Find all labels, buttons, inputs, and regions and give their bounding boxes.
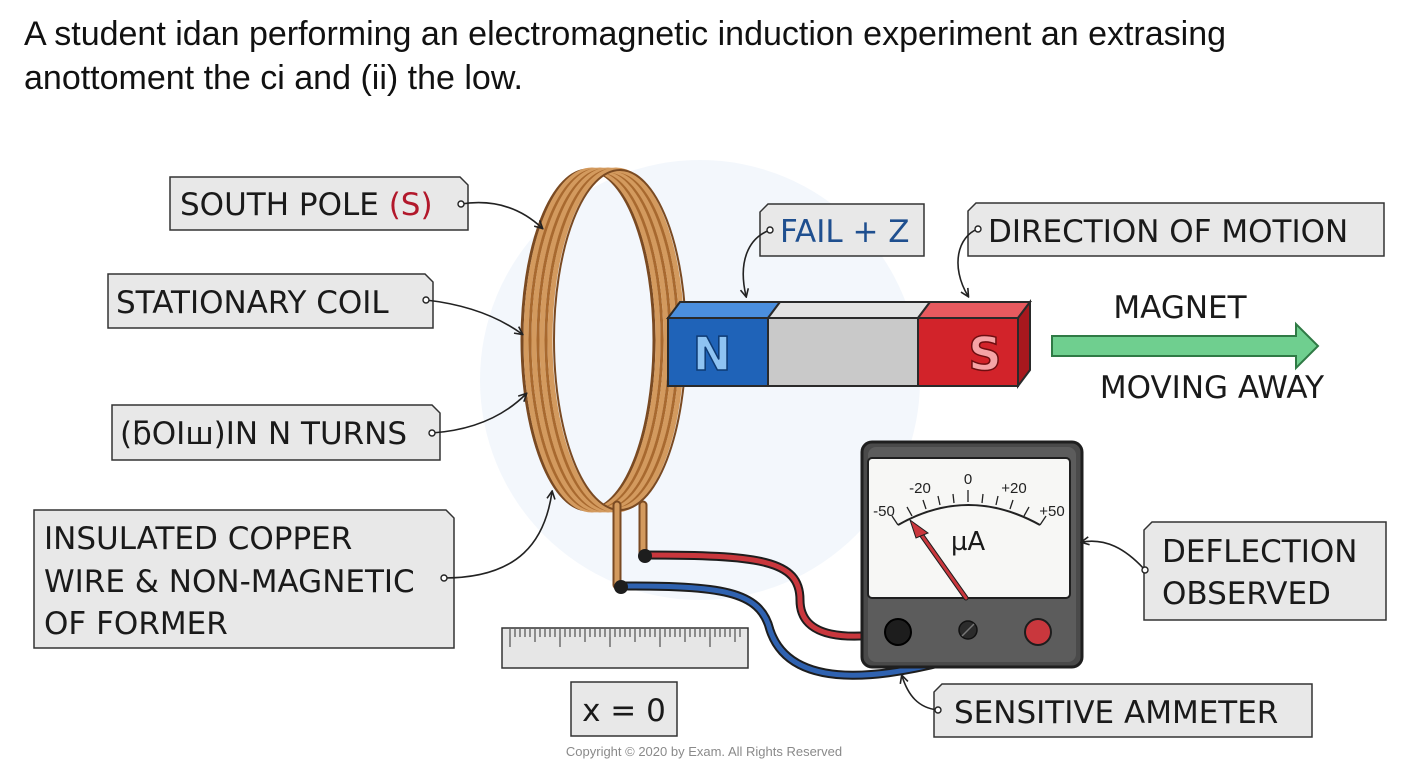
label-stationary-coil: STATIONARY COIL [107,273,434,329]
ammeter-terminal-red [1024,618,1052,646]
coil-terminal-red [638,549,652,563]
ruler [501,627,749,669]
label-fail-z: FAIL + Z [759,203,925,257]
label-position: x = 0 [570,681,678,737]
magnet-label: MAGNET [1113,290,1247,326]
copyright-notice: Copyright © 2020 by Exam. All Rights Res… [565,744,843,759]
deflection-line-2: OBSERVED [1162,576,1331,612]
question-text: A student idan performing an electromagn… [24,15,1227,97]
sensitive-ammeter-label: SENSITIVE AMMETER [954,695,1278,731]
coil-terminal-blue [614,580,628,594]
bar-magnet [666,299,1032,389]
south-pole-text: SOUTH POLE [180,187,389,223]
label-insulated-wire: INSULATED COPPER WIRE & NON-MAGNETIC OF … [33,509,455,649]
insulated-line-2: WIRE & NON-MAGNETIC [44,564,415,600]
insulated-line-3: OF FORMER [44,606,228,642]
motion-arrow [1051,321,1320,371]
ammeter-tick-minus20: -20 [909,480,931,497]
label-coil-turns: (ƃOIꟺ)IN N TURNS [111,404,441,461]
ammeter-tick-plus50: +50 [1039,503,1064,520]
ammeter-tick-zero: 0 [964,471,972,488]
moving-away-label: MOVING AWAY [1100,370,1324,406]
ammeter-terminal-black [884,618,912,646]
fail-z-label: FAIL + Z [780,214,910,250]
coil-turns-label: (ƃOIꟺ)IN N TURNS [120,416,407,452]
magnet-north-label: N [693,327,732,381]
ammeter-unit: µA [951,527,986,557]
label-deflection: DEFLECTION OBSERVED [1143,521,1387,621]
magnet-south-label: S [968,327,1001,381]
position-label: x = 0 [582,693,666,729]
insulated-line-1: INSULATED COPPER [44,521,352,557]
svg-text:SOUTH POLE (S): SOUTH POLE (S) [180,187,433,223]
ammeter-tick-minus50: -50 [873,503,895,520]
ammeter-tick-plus20: +20 [1001,480,1026,497]
deflection-line-1: DEFLECTION [1162,534,1357,570]
direction-of-motion-label: DIRECTION OF MOTION [988,214,1348,250]
sensitive-ammeter [860,440,1084,669]
south-pole-mark: (S) [389,187,433,223]
label-direction-of-motion: DIRECTION OF MOTION [967,202,1385,257]
stationary-coil-label: STATIONARY COIL [116,285,389,321]
label-sensitive-ammeter: SENSITIVE AMMETER [933,683,1313,738]
label-south-pole: SOUTH POLE (S) [169,176,469,231]
leader-arrows [426,203,1145,710]
